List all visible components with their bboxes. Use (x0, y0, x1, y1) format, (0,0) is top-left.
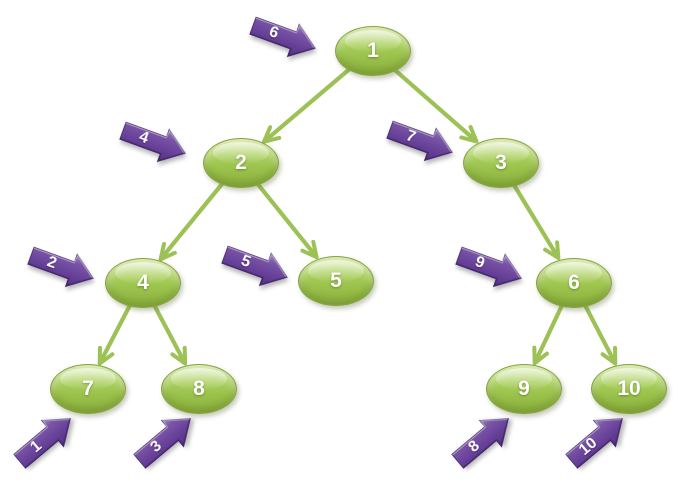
order-arrow-7: 7 (384, 114, 458, 169)
block-arrow-icon (119, 121, 186, 163)
block-arrow-icon (133, 418, 191, 469)
tree-node-label: 5 (330, 269, 342, 292)
tree-node-6: 6 (536, 258, 612, 308)
edge-6-9 (532, 300, 566, 366)
tree-node-7: 7 (50, 364, 126, 414)
block-arrow-icon (27, 246, 94, 288)
block-arrow-icon (249, 16, 316, 58)
order-arrow-10: 10 (561, 406, 633, 474)
order-arrow-6: 6 (247, 10, 321, 65)
block-arrow-icon (13, 418, 71, 469)
tree-node-label: 8 (193, 377, 205, 400)
edge-4-8 (150, 299, 188, 366)
tree-node-label: 3 (495, 151, 507, 174)
block-arrow-icon (221, 245, 288, 287)
tree-node-4: 4 (105, 258, 181, 308)
tree-node-3: 3 (463, 138, 539, 188)
block-arrow-icon (386, 120, 453, 162)
tree-node-label: 2 (235, 151, 247, 174)
block-arrow-icon (451, 418, 509, 469)
tree-node-5: 5 (298, 256, 374, 306)
order-arrow-8: 8 (447, 406, 519, 474)
edge-4-7 (97, 299, 134, 366)
order-arrow-9: 9 (453, 240, 527, 295)
tree-node-1: 1 (335, 26, 411, 76)
edge-2-5 (253, 178, 319, 260)
order-arrow-1: 1 (9, 406, 81, 474)
order-arrow-4: 4 (117, 115, 191, 170)
edge-3-6 (509, 179, 561, 260)
edge-1-2 (261, 65, 354, 144)
block-arrow-icon (565, 418, 623, 469)
tree-node-10: 10 (591, 364, 667, 414)
tree-node-label: 9 (518, 377, 530, 400)
order-arrow-2: 2 (25, 240, 99, 295)
tree-node-label: 4 (137, 271, 149, 294)
tree-node-label: 1 (367, 39, 379, 62)
edge-1-3 (389, 65, 479, 144)
tree-node-label: 7 (82, 377, 94, 400)
order-arrow-5: 5 (219, 239, 293, 294)
tree-node-label: 10 (617, 377, 641, 400)
block-arrow-icon (455, 246, 522, 288)
edge-2-4 (158, 178, 227, 262)
tree-node-8: 8 (161, 364, 237, 414)
order-arrow-3: 3 (129, 406, 201, 474)
tree-node-2: 2 (203, 138, 279, 188)
tree-node-label: 6 (568, 271, 580, 294)
edge-6-10 (581, 299, 618, 366)
